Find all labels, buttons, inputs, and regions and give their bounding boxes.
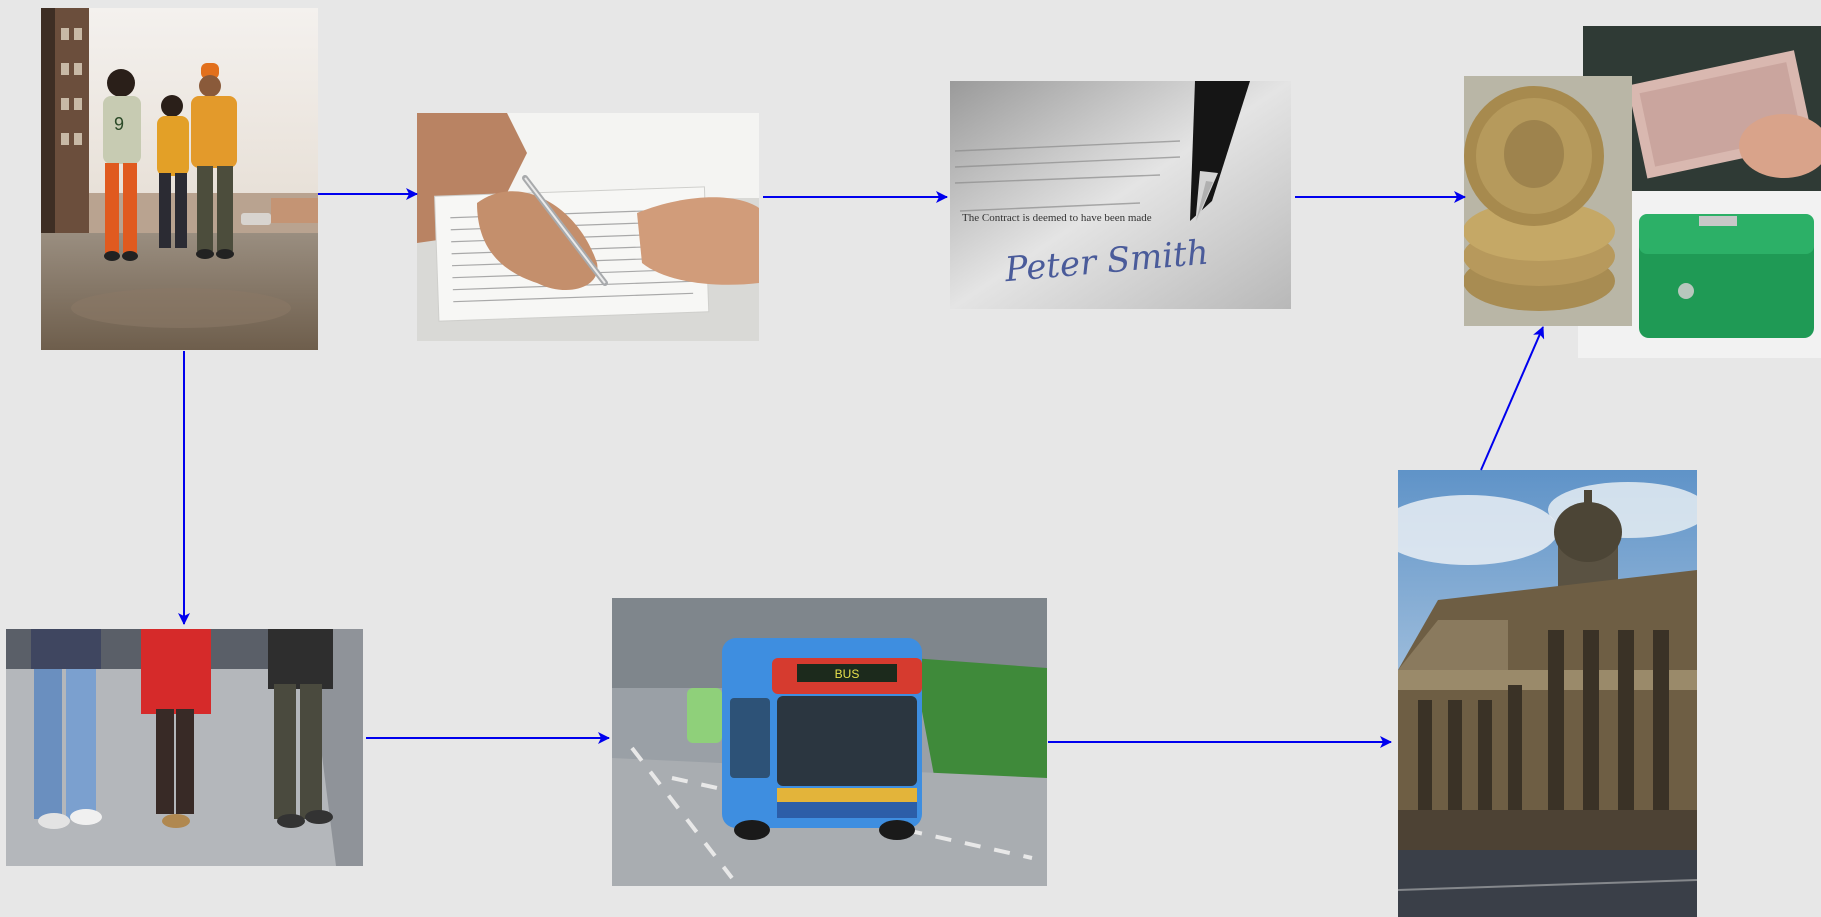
friends-walking-photo: 9 — [41, 8, 318, 350]
signing-document-photo: The Contract is deemed to have been made… — [950, 81, 1291, 309]
bus-destination-text: BUS — [835, 667, 860, 681]
money-photo — [1464, 26, 1821, 358]
svg-text:The Contract is deemed to have: The Contract is deemed to have been made — [962, 212, 1152, 224]
svg-text:9: 9 — [114, 114, 124, 134]
filling-form-photo — [417, 113, 759, 341]
bus-photo: BUS — [612, 598, 1047, 886]
walking-legs-photo — [6, 629, 363, 866]
town-hall-photo — [1398, 470, 1697, 917]
